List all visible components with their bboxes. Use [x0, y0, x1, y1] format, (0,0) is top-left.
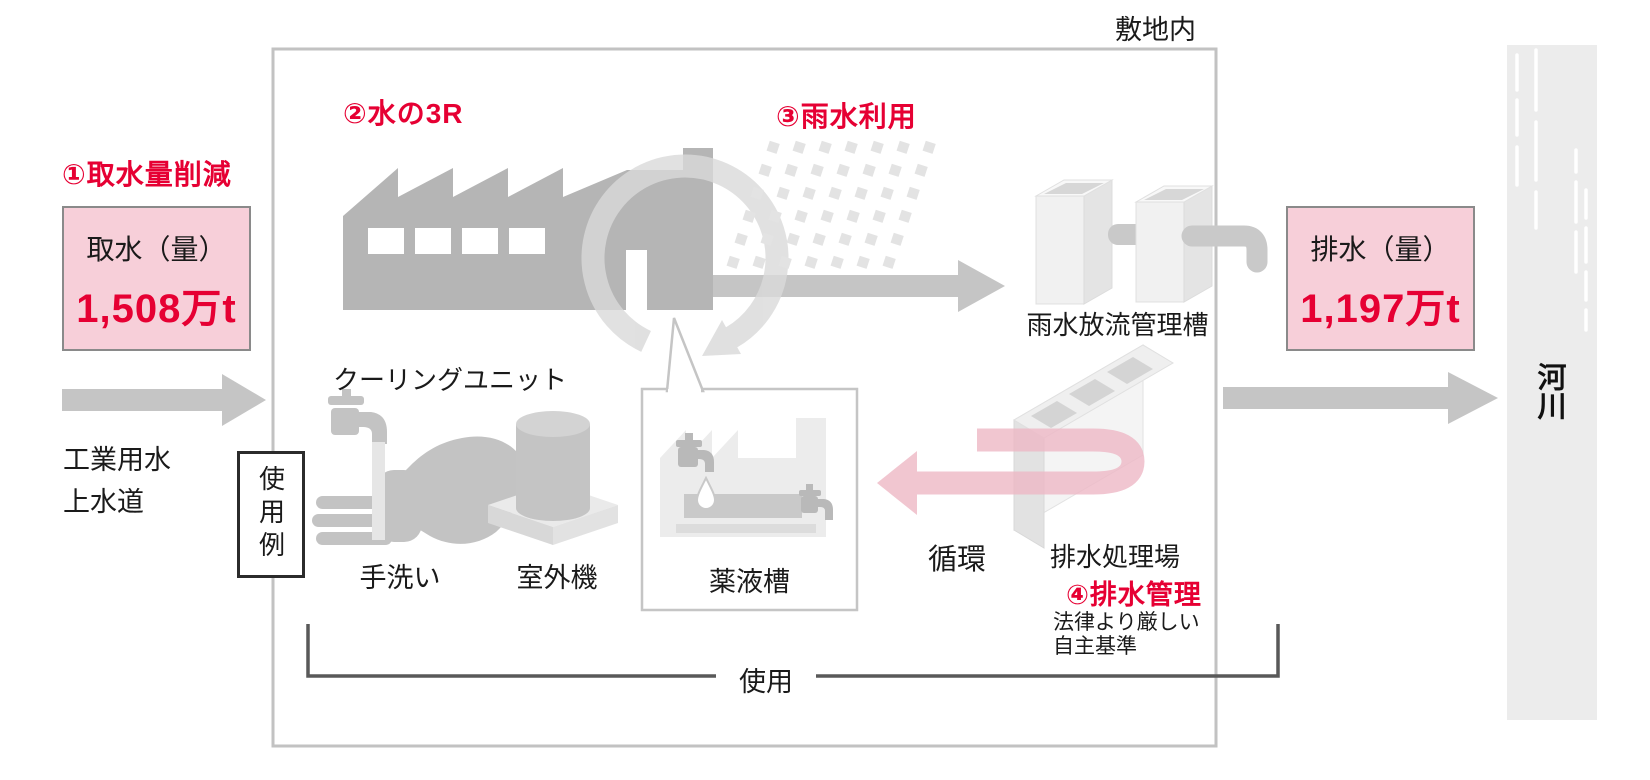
usage-bracket	[306, 624, 1280, 678]
water-drop-icon	[695, 475, 717, 510]
intake-box-value: 1,508万t	[76, 287, 237, 331]
site-boundary	[271, 47, 1218, 748]
drain-amount-box: 排水（量） 1,197万t	[1286, 206, 1475, 351]
intake-box-label: 取水（量）	[86, 234, 227, 265]
recycle-ring-icon	[581, 154, 789, 356]
step2-label: ②水の3R	[343, 98, 464, 129]
outdoor-unit-label: 室外機	[516, 563, 598, 593]
usage-example-box: 使用例	[237, 451, 305, 578]
intake-amount-box: 取水（量） 1,508万t	[62, 206, 251, 351]
step1-label: ①取水量削減	[62, 159, 232, 190]
water-source-line2: 上水道	[63, 487, 144, 517]
step4-label: ④排水管理	[1066, 580, 1202, 610]
standards-note: 法律より厳しい 自主基準	[1053, 611, 1200, 659]
rain-icon	[726, 140, 936, 269]
treatment-plant-label: 排水処理場	[1050, 542, 1181, 572]
chemical-tank-label: 薬液槽	[709, 567, 790, 597]
chemical-tank-icon	[660, 418, 833, 537]
faucet-icon	[799, 484, 833, 520]
hand-wash-label: 手洗い	[359, 563, 441, 593]
river-icon	[1507, 45, 1597, 720]
drain-box-value: 1,197万t	[1300, 287, 1461, 331]
river-label: 河川	[1533, 362, 1565, 420]
circulation-label: 循環	[928, 544, 987, 576]
water-source-line1: 工業用水	[63, 445, 171, 475]
standards-line2: 自主基準	[1053, 635, 1137, 658]
step3-label: ③雨水利用	[776, 101, 917, 132]
drain-box-label: 排水（量）	[1310, 234, 1451, 265]
site-label: 敷地内	[1115, 15, 1196, 45]
discharge-arrow-icon	[1223, 372, 1498, 424]
cooling-unit-label: クーリングユニット	[333, 365, 568, 395]
usage-example-label: 使用例	[255, 465, 286, 564]
river-label-wrap: 河川	[1528, 362, 1570, 425]
intake-arrow-icon	[62, 374, 266, 426]
faucet-icon	[676, 433, 714, 472]
usage-label: 使用	[739, 667, 793, 697]
rain-tank-icon	[1034, 179, 1268, 305]
outdoor-unit-icon	[488, 411, 618, 545]
rain-tank-label: 雨水放流管理槽	[1026, 310, 1209, 340]
circulation-arrow-icon	[877, 428, 1145, 515]
chemical-tank-callout	[640, 317, 859, 612]
standards-line1: 法律より厳しい	[1053, 611, 1200, 634]
